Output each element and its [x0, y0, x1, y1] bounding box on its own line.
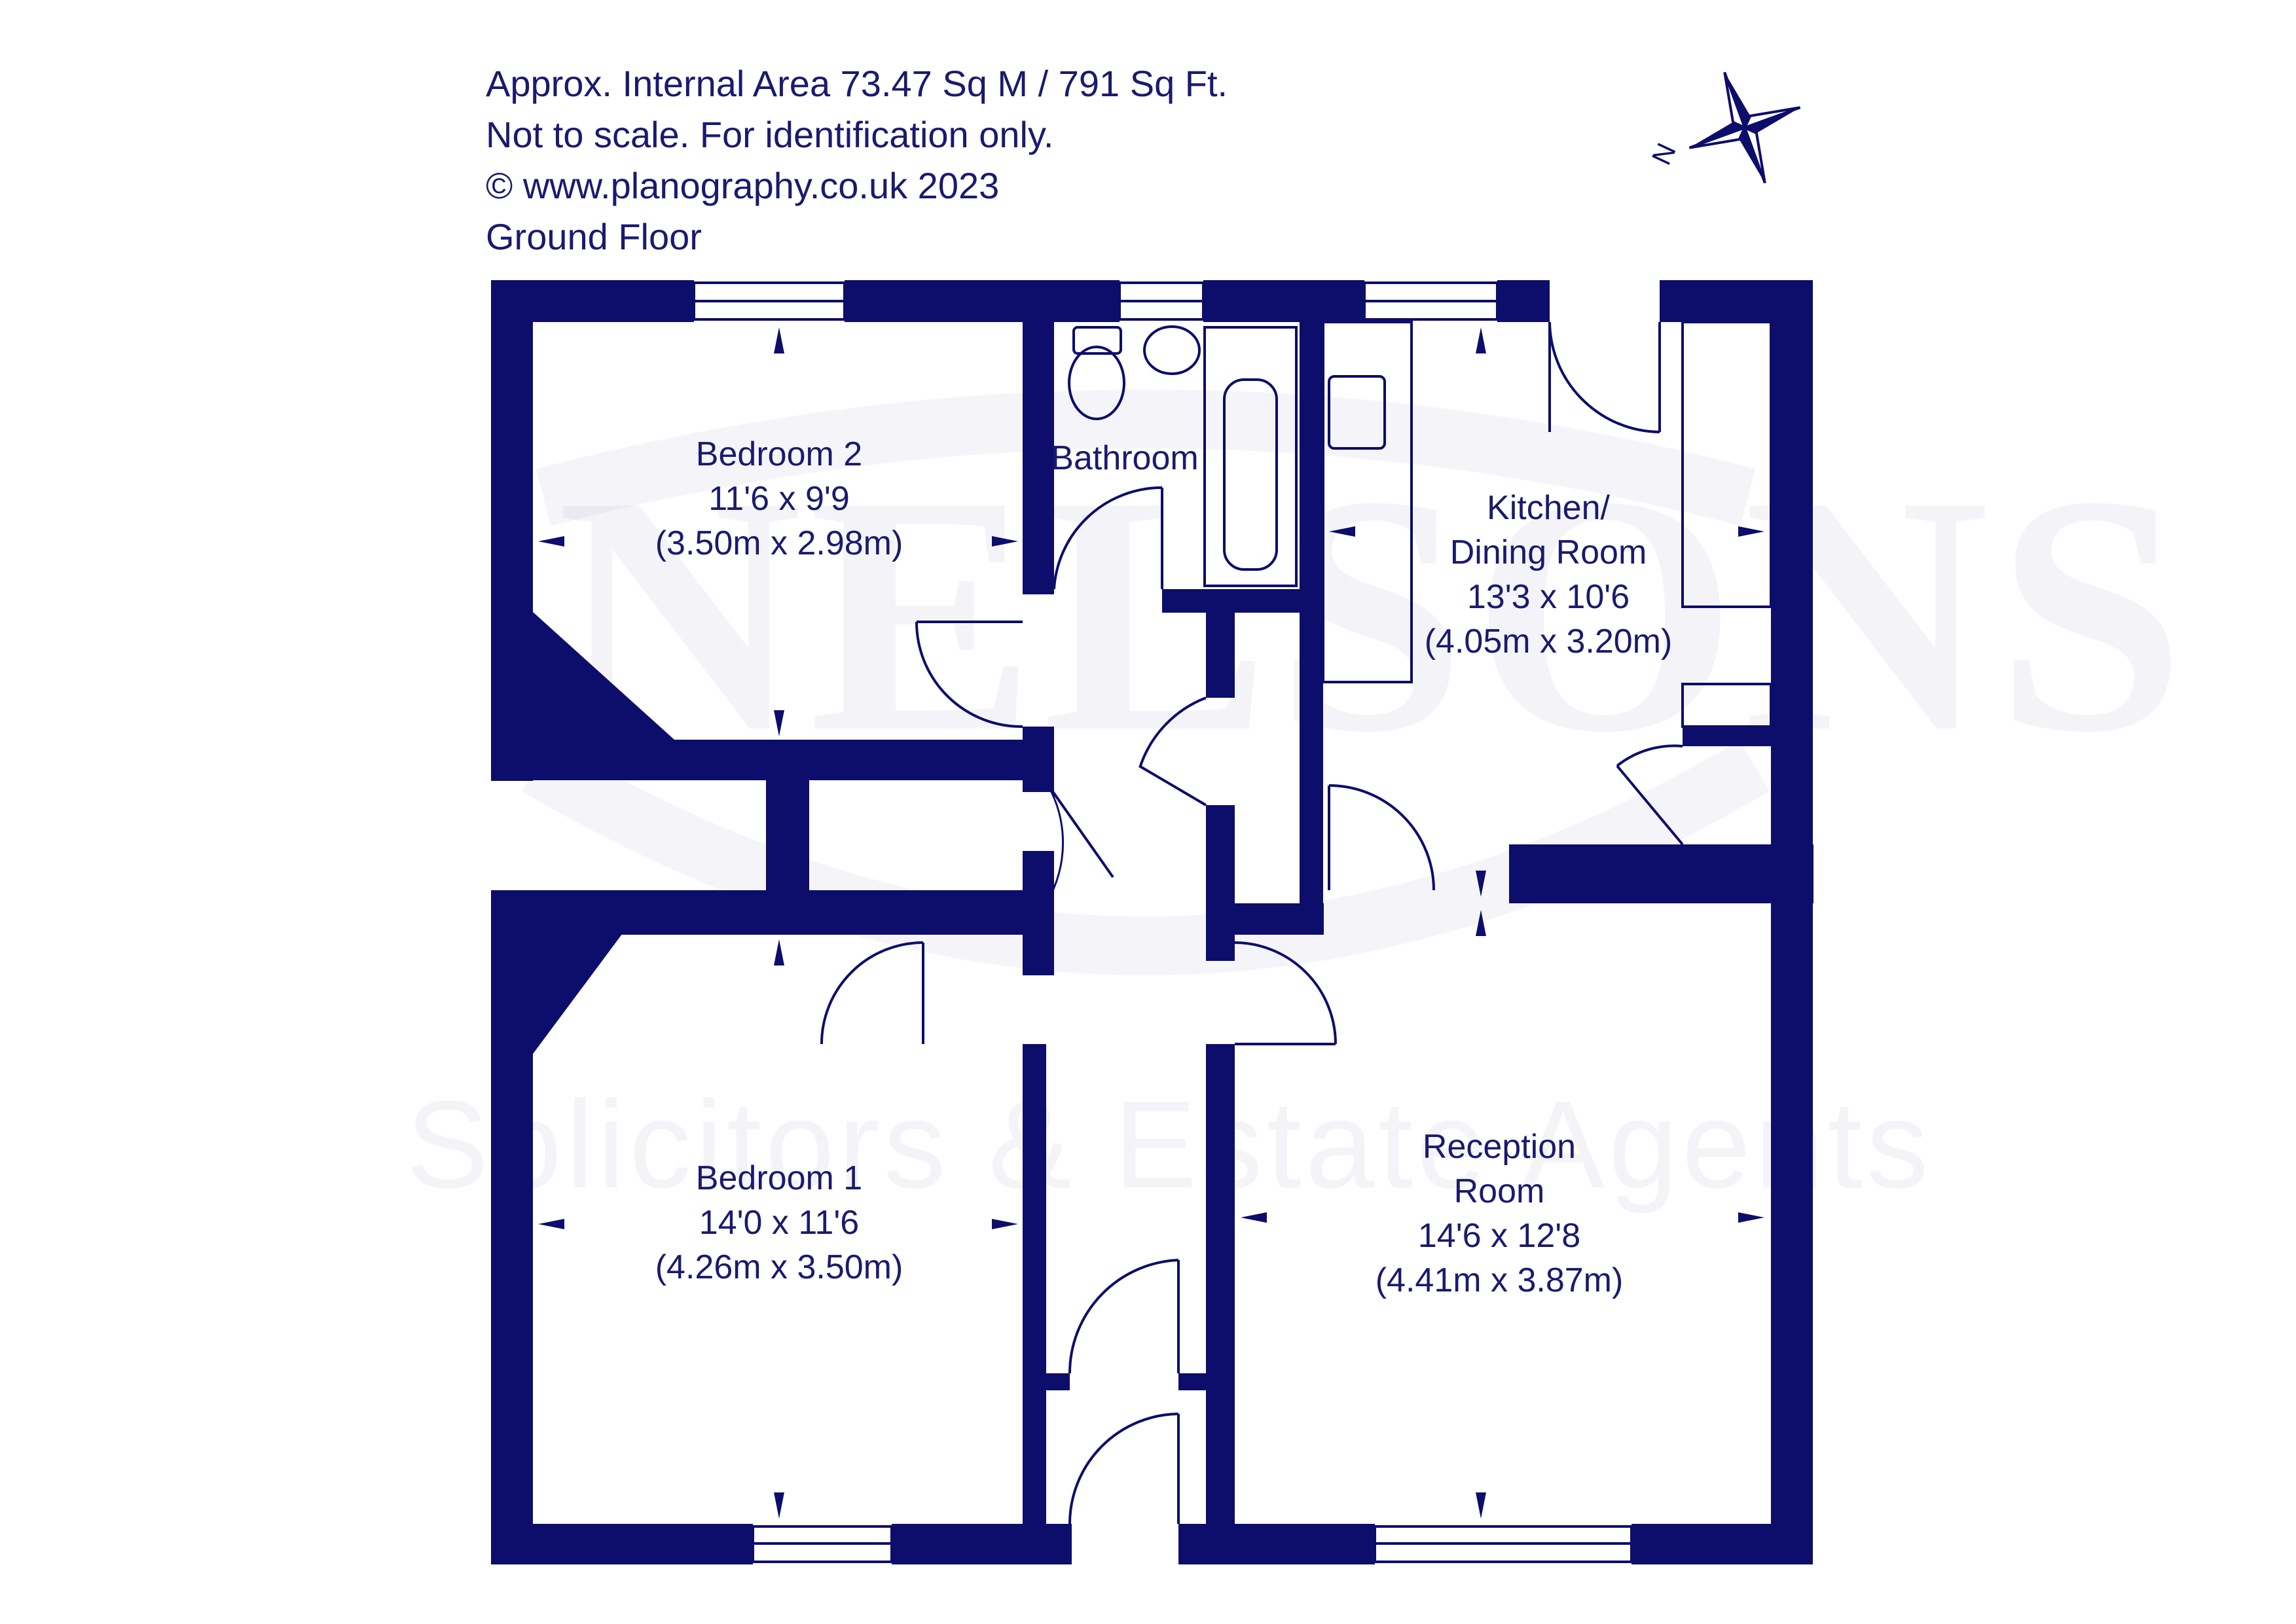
reception-name-line2: Room [1453, 1172, 1545, 1210]
windows [693, 281, 1633, 1563]
compass-north-label: N [1646, 138, 1682, 169]
bedroom1-metric: (4.26m x 3.50m) [655, 1248, 903, 1286]
watermark-tagline: Solicitors & Estate Agents [406, 1074, 1929, 1216]
kitchen-name-line1: Kitchen/ [1487, 489, 1610, 527]
kitchen-name-line2: Dining Room [1449, 533, 1647, 571]
reception-name-line1: Reception [1422, 1128, 1576, 1166]
room-label-bedroom2: Bedroom 2 11'6 x 9'9 (3.50m x 2.98m) [655, 432, 903, 566]
copyright-note: © www.planography.co.uk 2023 [486, 165, 1000, 206]
room-label-kitchen: Kitchen/ Dining Room 13'3 x 10'6 (4.05m … [1425, 486, 1673, 664]
bedroom2-imperial: 11'6 x 9'9 [708, 480, 850, 518]
compass-star-icon [1688, 71, 1801, 184]
reception-metric: (4.41m x 3.87m) [1375, 1261, 1624, 1299]
scale-note: Not to scale. For identification only. [486, 114, 1054, 155]
bathroom-name: Bathroom [1051, 439, 1199, 477]
watermark-arc-top [536, 389, 1756, 526]
reception-imperial: 14'6 x 12'8 [1417, 1217, 1581, 1255]
bedroom1-imperial: 14'0 x 11'6 [699, 1204, 860, 1242]
bedroom2-name: Bedroom 2 [695, 435, 863, 473]
room-label-bathroom: Bathroom [1051, 436, 1198, 480]
room-label-reception: Reception Room 14'6 x 12'8 (4.41m x 3.87… [1376, 1125, 1624, 1303]
bedroom1-name: Bedroom 1 [695, 1159, 863, 1197]
kitchen-imperial: 13'3 x 10'6 [1467, 578, 1630, 616]
area-note: Approx. Internal Area 73.47 Sq M / 791 S… [486, 63, 1228, 104]
room-label-bedroom1: Bedroom 1 14'0 x 11'6 (4.26m x 3.50m) [655, 1156, 903, 1290]
doors [820, 321, 1772, 1525]
bedroom2-metric: (3.50m x 2.98m) [655, 524, 903, 562]
kitchen-metric: (4.05m x 3.20m) [1424, 623, 1673, 660]
floor-label: Ground Floor [486, 216, 702, 257]
dimension-arrows [538, 327, 1764, 1519]
walls [491, 280, 1813, 1564]
